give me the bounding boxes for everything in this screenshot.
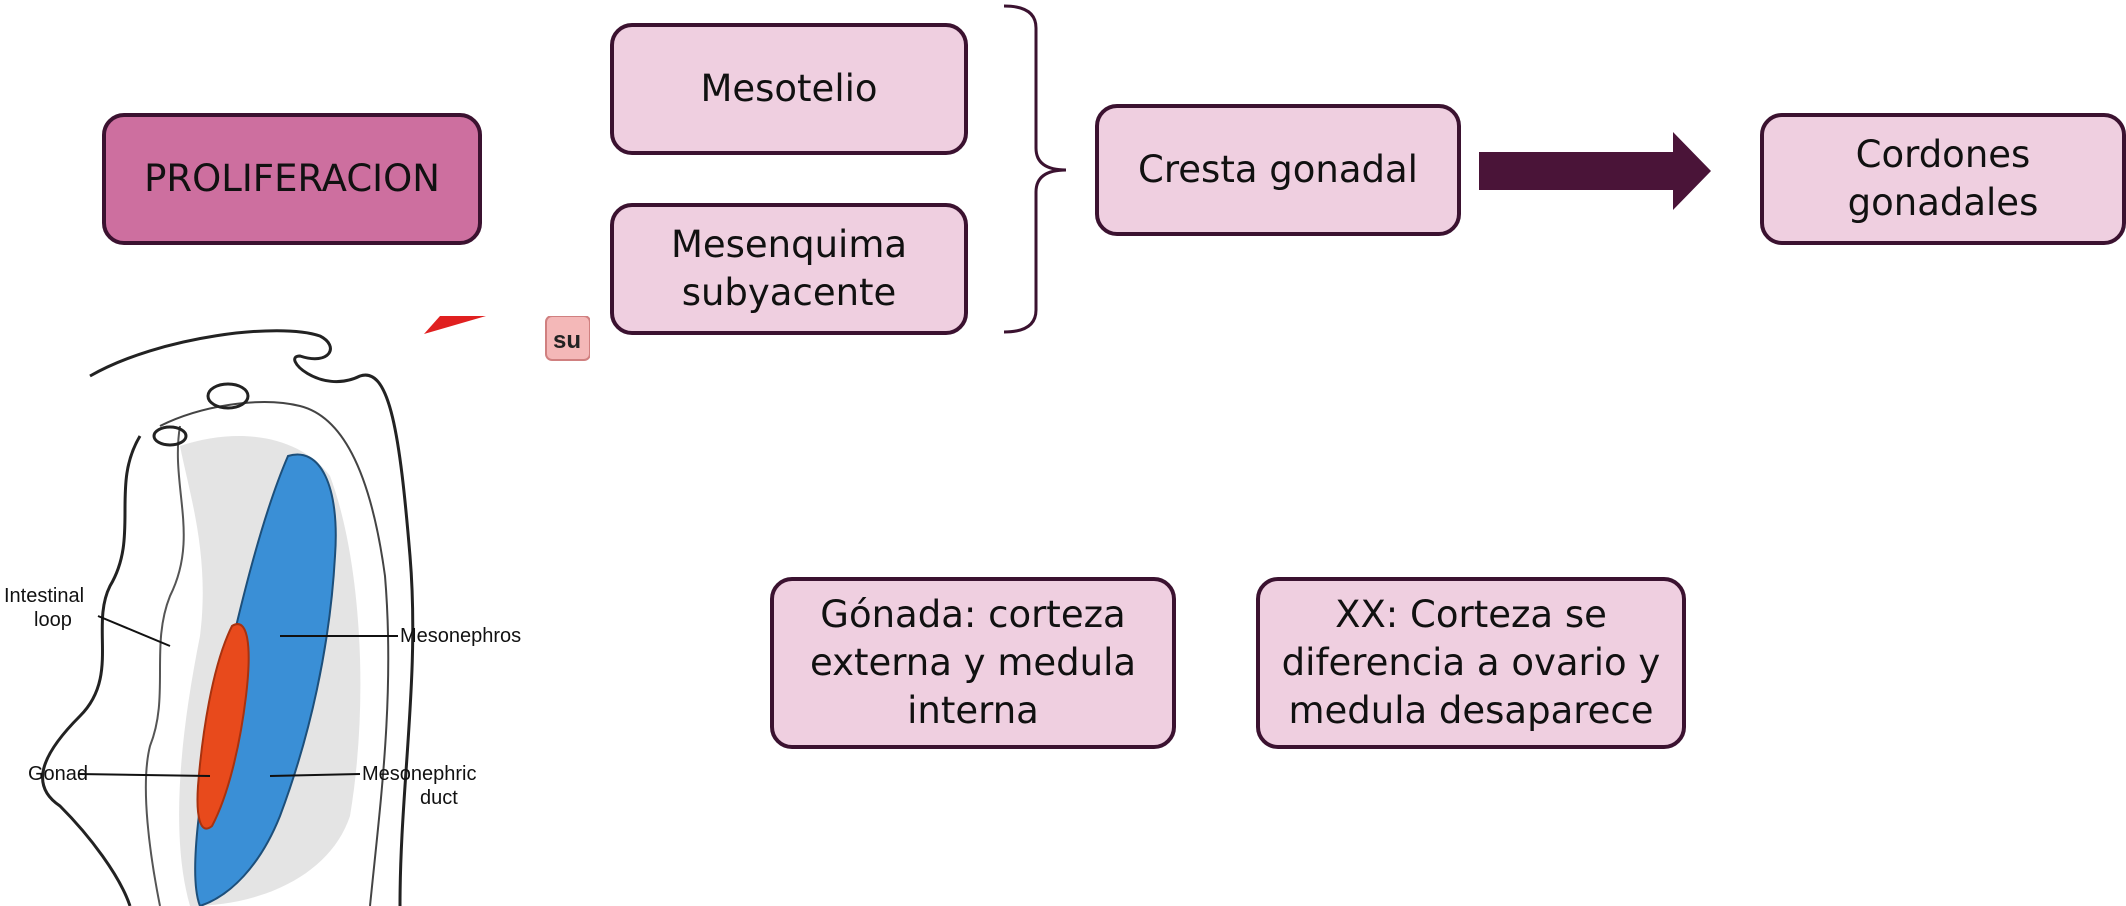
partial-red-pointer: [424, 316, 486, 334]
gonadal-ridge-label: Cresta gonadal: [1138, 147, 1418, 191]
gonadal-cords-label: Cordones gonadales: [1847, 132, 2039, 224]
gonad-cortex-label: Gónada: corteza externa y medula interna: [809, 592, 1137, 733]
gonadal-ridge-box: Cresta gonadal: [1095, 104, 1461, 236]
mesothelium-box: Mesotelio: [610, 23, 968, 155]
xx-ovary-box: XX: Corteza se diferencia a ovario y med…: [1256, 577, 1686, 749]
partial-tag-text: su: [553, 327, 581, 354]
gonad-cortex-box: Gónada: corteza externa y medula interna: [770, 577, 1176, 749]
gonad-shape: [196, 623, 250, 830]
gonadal-cords-box: Cordones gonadales: [1760, 113, 2126, 245]
proliferation-label: PROLIFERACION: [144, 156, 440, 200]
mesenchyme-label: Mesenquima subyacente: [670, 222, 908, 314]
gonad-label: Gonad: [28, 763, 88, 785]
right-arrow-icon: [1479, 132, 1711, 210]
mesothelium-label: Mesotelio: [700, 66, 878, 110]
xx-ovary-label: XX: Corteza se diferencia a ovario y med…: [1281, 592, 1661, 733]
mesonephros-label: Mesonephros: [400, 625, 521, 647]
proliferation-box: PROLIFERACION: [102, 113, 482, 245]
grouping-bracket: [1003, 4, 1067, 334]
mesenchyme-box: Mesenquima subyacente: [610, 203, 968, 335]
partial-label-tag: [545, 316, 590, 361]
